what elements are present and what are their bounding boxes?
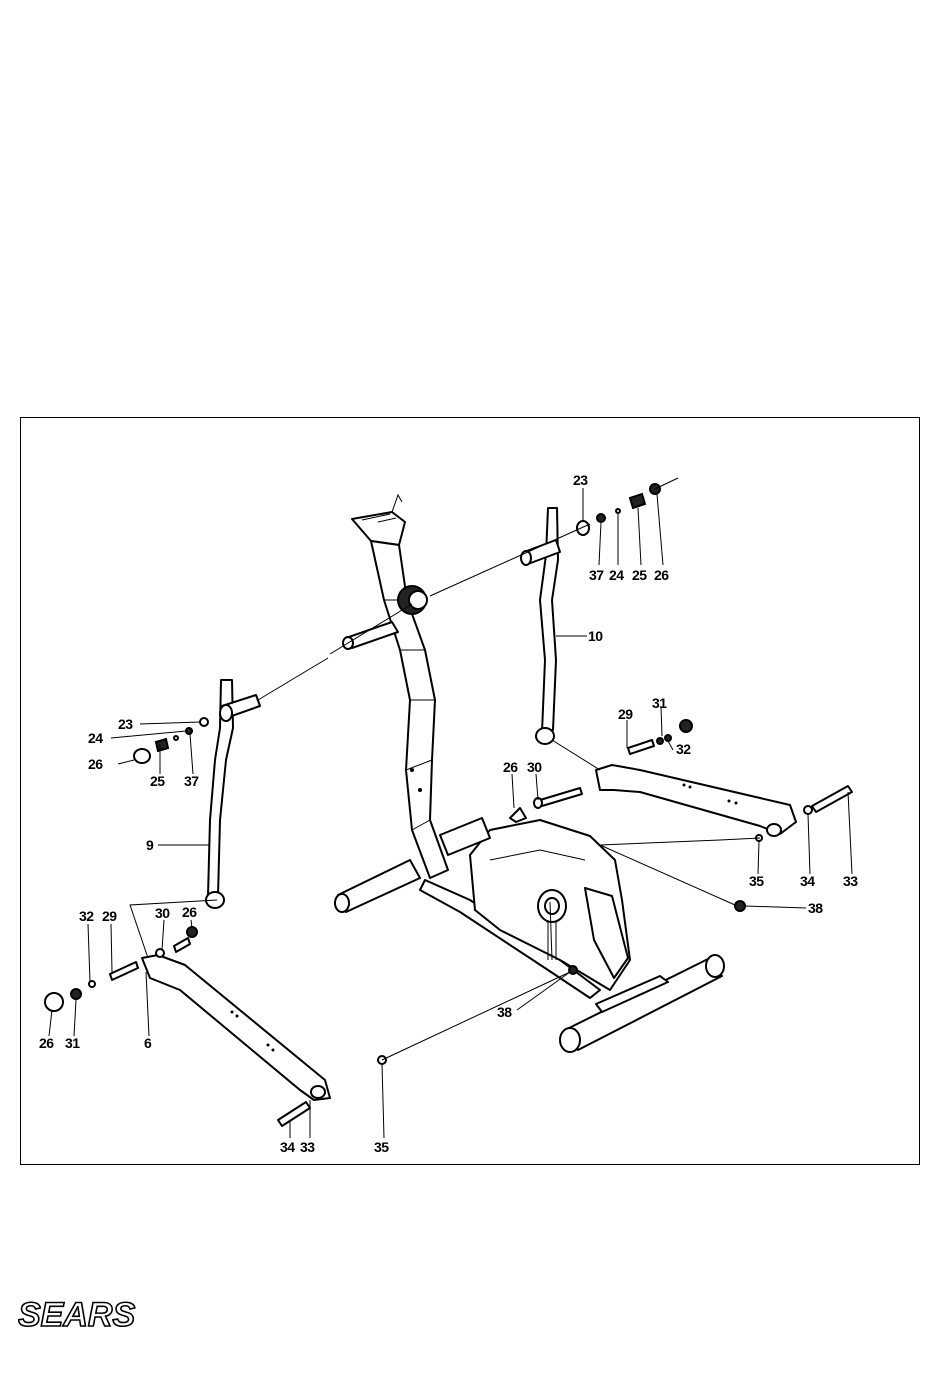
callout-34-right: 34 [800, 873, 815, 889]
callout-6: 6 [144, 1035, 152, 1051]
callout-23-left: 23 [118, 716, 133, 732]
callout-35-right: 35 [749, 873, 764, 889]
callout-37-top: 37 [589, 567, 604, 583]
callout-33-right: 33 [843, 873, 858, 889]
callout-9: 9 [146, 837, 154, 853]
sears-logo-text: SEARS [18, 1296, 135, 1332]
callout-32-right: 32 [676, 741, 691, 757]
callout-24-left: 24 [88, 730, 103, 746]
callout-34-bottom: 34 [280, 1139, 295, 1155]
callout-30-left: 30 [155, 905, 170, 921]
callout-31-right: 31 [652, 695, 667, 711]
callout-30-mid: 30 [527, 759, 542, 775]
callout-29-left: 29 [102, 908, 117, 924]
callout-25-top: 25 [632, 567, 647, 583]
callout-26-mid: 26 [503, 759, 518, 775]
callout-38-bottom: 38 [497, 1004, 512, 1020]
callout-24-top: 24 [609, 567, 624, 583]
callout-35-bottom: 35 [374, 1139, 389, 1155]
callout-32-left: 32 [79, 908, 94, 924]
callout-38-right: 38 [808, 900, 823, 916]
left-upper-handlebar [206, 680, 260, 908]
callout-26-left-low: 26 [182, 904, 197, 920]
callout-26-left: 26 [88, 756, 103, 772]
callout-29-right: 29 [618, 706, 633, 722]
callout-10: 10 [588, 628, 603, 644]
callout-31-bottom: 31 [65, 1035, 80, 1051]
right-lower-arm [596, 765, 796, 836]
callout-37-left: 37 [184, 773, 199, 789]
callout-33-bottom: 33 [300, 1139, 315, 1155]
sears-logo: SEARS [18, 1296, 148, 1332]
right-upper-handlebar [521, 508, 560, 744]
callout-26-top: 26 [654, 567, 669, 583]
left-lower-arm [142, 955, 330, 1100]
callout-25-left: 25 [150, 773, 165, 789]
callout-26-bottom: 26 [39, 1035, 54, 1051]
callout-23-top: 23 [573, 472, 588, 488]
